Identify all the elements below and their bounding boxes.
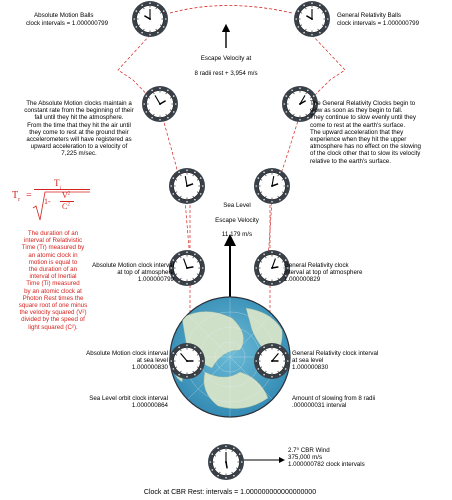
gr-top-clock bbox=[294, 1, 330, 37]
cbr-wind-label: 2.7⁰ CBR Wind 375,000 m/s 1.000000782 cl… bbox=[288, 447, 365, 469]
am-atmo-lower-clock bbox=[169, 250, 205, 286]
am-mid-clock bbox=[142, 86, 178, 122]
sea-level-escape-label: Sea Level Escape Velocity 11,179 m/s bbox=[207, 195, 267, 238]
gr-sea-level-label: General Relativity clock interval at sea… bbox=[292, 350, 379, 372]
gr-atmo-lower-clock bbox=[254, 250, 290, 286]
gr-atmosphere-clock bbox=[254, 168, 290, 204]
am-top-clock bbox=[132, 1, 168, 37]
escape-velocity-8-radii: Escape Velocity at 8 radii rest + 3,954 … bbox=[176, 48, 276, 77]
earth-globe bbox=[169, 296, 291, 418]
am-paragraph: The Absolute Motion clocks maintain a co… bbox=[24, 100, 134, 158]
formula-v-squared: V2 bbox=[62, 191, 71, 200]
formula-eq: = bbox=[26, 190, 32, 201]
gr-paragraph: The General Relativity Clocks begin to s… bbox=[310, 100, 421, 165]
am-atmosphere-label: Absolute Motion clock interval at top of… bbox=[92, 262, 174, 284]
gr-sea-level-clock bbox=[254, 343, 290, 379]
formula-numerator: Ti bbox=[54, 178, 61, 191]
gr-balls-interval: clock intervals = 1.000000799 bbox=[337, 20, 420, 27]
orbit-label: Sea Level orbit clock interval 1.0000008… bbox=[89, 395, 168, 410]
gr-atmosphere-label: General Relativity clock interval at top… bbox=[284, 262, 363, 284]
am-sea-level-clock bbox=[169, 343, 205, 379]
formula-radical bbox=[32, 191, 90, 221]
sea-level-line2: Escape Velocity bbox=[215, 216, 259, 224]
escape-8-line1: Escape Velocity at bbox=[200, 55, 252, 63]
am-fall-path bbox=[117, 34, 191, 261]
formula-fraction-bar bbox=[34, 189, 90, 190]
am-sea-level-label: Absolute Motion clock interval at sea le… bbox=[86, 350, 168, 372]
escape-8-line2: 8 radii rest + 3,954 m/s bbox=[194, 69, 258, 77]
gr-balls-title: General Relativity Balls bbox=[337, 12, 401, 19]
escape-arc bbox=[169, 5, 293, 14]
formula-lhs: Tr bbox=[12, 190, 21, 203]
sea-level-line1: Sea Level bbox=[223, 202, 251, 210]
sea-level-line3: 11,179 m/s bbox=[221, 231, 253, 239]
relativity-explanation: The duration of an interval of Relativis… bbox=[18, 230, 88, 331]
am-balls-interval: clock intervals = 1.000000799 bbox=[26, 20, 109, 27]
formula-one-minus: 1- bbox=[44, 197, 51, 206]
slowing-label: Amount of slowing from 8 radii .00000003… bbox=[292, 395, 376, 410]
relativity-formula: Tr = Ti 1- V2 C2 bbox=[12, 178, 92, 224]
gr-mid-clock bbox=[282, 86, 318, 122]
cbr-rest-caption: Clock at CBR Rest: intervals = 1.0000000… bbox=[143, 489, 317, 496]
am-balls-title: Absolute Motion Balls bbox=[34, 12, 94, 19]
formula-c-squared: C2 bbox=[62, 202, 70, 211]
clocks-layer bbox=[132, 1, 330, 480]
cbr-wind-clock bbox=[208, 444, 244, 480]
am-atmosphere-clock bbox=[169, 168, 205, 204]
formula-inner-bar bbox=[60, 201, 74, 202]
